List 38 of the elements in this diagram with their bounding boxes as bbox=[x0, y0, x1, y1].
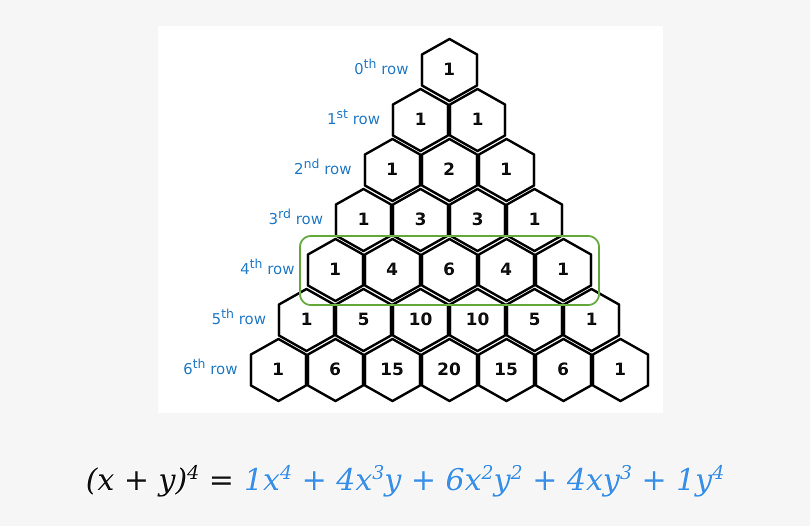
number-hexagon: 1 bbox=[506, 188, 563, 252]
number-hexagon: 1 bbox=[563, 288, 620, 352]
number-hexagon: 6 bbox=[420, 238, 478, 302]
number-hexagon: 3 bbox=[392, 188, 449, 252]
number-hexagon: 1 bbox=[364, 138, 420, 202]
number-hexagon: 2 bbox=[420, 138, 478, 202]
number-hexagon: 1 bbox=[449, 88, 506, 152]
row-label: 6$^{th}$ row bbox=[183, 356, 238, 378]
equation: (x + y)$^{4}$ = bbox=[86, 463, 234, 498]
number-hexagon: 20 bbox=[420, 338, 478, 402]
number-hexagon: 1 bbox=[335, 188, 392, 252]
equation: 1x$^{4}$ + 4x$^{3}$y + 6x$^{2}$y$^{2}$ + 4xy$^{3}$ + 1y$^{4}$ bbox=[244, 463, 724, 498]
highlight-frame bbox=[298, 235, 600, 306]
row-label: 2$^{nd}$ row bbox=[294, 156, 352, 178]
number-hexagon: 3 bbox=[449, 188, 506, 252]
number-hexagon: 1 bbox=[478, 138, 534, 202]
number-hexagon: 15 bbox=[364, 338, 420, 402]
number-hexagon: 6 bbox=[306, 338, 364, 402]
number-hexagon: 1 bbox=[250, 338, 306, 402]
row-label: 0$^{th}$ row bbox=[354, 56, 408, 78]
number-hexagon: 5 bbox=[335, 288, 392, 352]
number-hexagon: 1 bbox=[592, 338, 648, 402]
row-label: 1$^{st}$ row bbox=[326, 106, 380, 128]
number-hexagon: 4 bbox=[364, 238, 420, 302]
row-label: 4$^{th}$ row bbox=[240, 256, 294, 278]
row-label: 5$^{th}$ row bbox=[212, 306, 266, 328]
number-hexagon: 1 bbox=[392, 88, 449, 152]
number-hexagon: 10 bbox=[392, 288, 449, 352]
row-label: 3$^{rd}$ row bbox=[268, 206, 323, 228]
number-hexagon: 10 bbox=[449, 288, 506, 352]
number-hexagon: 1 bbox=[306, 238, 364, 302]
number-hexagon: 1 bbox=[278, 288, 335, 352]
number-hexagon: 4 bbox=[478, 238, 534, 302]
number-hexagon: 1 bbox=[420, 38, 478, 102]
number-hexagon: 15 bbox=[478, 338, 534, 402]
number-hexagon: 5 bbox=[506, 288, 563, 352]
number-hexagon: 6 bbox=[534, 338, 592, 402]
number-hexagon: 1 bbox=[534, 238, 592, 302]
